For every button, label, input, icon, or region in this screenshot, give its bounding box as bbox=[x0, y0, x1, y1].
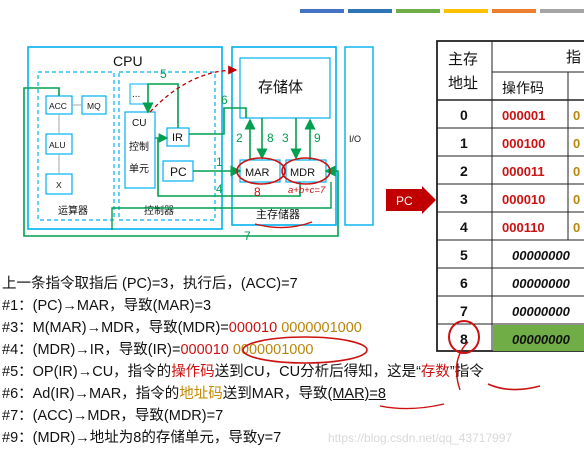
accent-bar-3 bbox=[396, 9, 440, 13]
step-1: 1 bbox=[216, 155, 223, 169]
step-3-address: 0000001000 bbox=[281, 320, 362, 336]
step-9-line: #9：(MDR)→地址为8的存储单元，导致y=7 bbox=[2, 430, 282, 446]
table-addr-5: 5 bbox=[460, 247, 468, 263]
io-box[interactable] bbox=[344, 46, 374, 226]
watermark: https://blog.csdn.net/qq_43717997 bbox=[328, 431, 513, 445]
step-3-opcode: 000010 bbox=[228, 320, 278, 336]
acc-label: ACC bbox=[49, 101, 67, 111]
table-opcode-2: 000011 bbox=[502, 164, 545, 179]
table-value-5: 00000000 bbox=[512, 248, 571, 263]
pc-arrow: PC bbox=[386, 186, 436, 214]
table-opcode-3: 000010 bbox=[502, 192, 545, 207]
mdr-circle bbox=[281, 157, 331, 185]
pc-label: PC bbox=[170, 165, 187, 179]
table-addr-1: 1 bbox=[460, 135, 468, 151]
mar-annotation: 8 bbox=[254, 185, 261, 199]
accent-bar-4 bbox=[444, 9, 488, 13]
step-5-text-a: #5：OP(IR)→CU，指令的 bbox=[2, 364, 172, 380]
step-2: 2 bbox=[236, 131, 243, 145]
step-6-text-c: 送到MAR，导致 bbox=[222, 386, 328, 402]
table-value-7: 00000000 bbox=[512, 304, 571, 319]
step-6-mar-value: (MAR)=8 bbox=[327, 386, 386, 402]
controller-box bbox=[118, 71, 216, 221]
step-5-text-c: 送到CU，CU分析后得知，这是“ bbox=[214, 364, 421, 380]
accent-bar-5 bbox=[492, 9, 536, 13]
alu-label: ALU bbox=[49, 140, 66, 150]
io-label: I/O bbox=[349, 134, 361, 144]
table-value-6: 00000000 bbox=[512, 276, 571, 291]
step-5-opcode-word: 操作码 bbox=[171, 364, 215, 380]
table-rest-4: 0 bbox=[573, 220, 580, 235]
cpu-label: CPU bbox=[113, 53, 143, 69]
cu-label: CU bbox=[132, 118, 146, 129]
alu-unit-box bbox=[37, 71, 115, 221]
step-4-text: #4：(MDR)→IR，导致(IR)= bbox=[2, 342, 181, 358]
x-label: X bbox=[56, 180, 62, 190]
mar-circle bbox=[236, 157, 286, 185]
step-8: 8 bbox=[267, 131, 274, 145]
ir-label: IR bbox=[172, 132, 183, 144]
table-addr-3: 3 bbox=[460, 191, 468, 207]
storage-body-label: 存储体 bbox=[258, 79, 303, 96]
step-6-addr-word: 地址码 bbox=[179, 386, 223, 402]
accent-bar-6 bbox=[540, 9, 584, 13]
step-4-line: #4：(MDR)→IR，导致(IR)=000010 0000001000 bbox=[2, 340, 314, 360]
alu-unit-label: 运算器 bbox=[58, 204, 88, 217]
step-4: 4 bbox=[216, 182, 223, 196]
cpu-box bbox=[27, 46, 223, 230]
step-3-text: #3：M(MAR)→MDR，导致(MDR)= bbox=[2, 320, 229, 336]
accent-bar-1 bbox=[300, 9, 344, 13]
step-4-address: 0000001000 bbox=[232, 342, 314, 358]
accent-bar-2 bbox=[348, 9, 392, 13]
step-4-opcode: 000010 bbox=[180, 342, 229, 358]
header-instr: 指 bbox=[566, 49, 581, 66]
step-5-text-e: ”指令 bbox=[449, 364, 484, 380]
table-rest-1: 0 bbox=[573, 136, 580, 151]
header-addr-2: 地址 bbox=[448, 75, 478, 92]
step-6-line: #6：Ad(IR)→MAR，指令的地址码送到MAR，导致(MAR)=8 bbox=[2, 384, 386, 404]
step-5-store-word: 存数 bbox=[420, 364, 450, 380]
table-rest-3: 0 bbox=[573, 192, 580, 207]
computer-diagram: CPU ACC MQ ALU X 运算器 CU 控制 单元 ... IR PC … bbox=[23, 46, 374, 243]
step-6: 6 bbox=[221, 93, 228, 107]
main-memory-label: 主存储器 bbox=[256, 207, 300, 221]
step-1-line: #1：(PC)→MAR，导致(MAR)=3 bbox=[2, 298, 212, 314]
mdr-annotation: a+b+c=7 bbox=[288, 185, 326, 196]
dots-label: ... bbox=[132, 89, 140, 100]
storage-body[interactable] bbox=[239, 57, 331, 119]
table-addr-7: 7 bbox=[460, 303, 468, 319]
mar-label: MAR bbox=[245, 167, 270, 179]
pc-arrow-label: PC bbox=[396, 194, 413, 208]
mq-label: MQ bbox=[87, 101, 101, 111]
table-opcode-0: 000001 bbox=[502, 108, 545, 123]
table-addr-4: 4 bbox=[460, 219, 468, 235]
step-9: 9 bbox=[314, 131, 321, 145]
step-5: 5 bbox=[160, 67, 167, 81]
intro-line: 上一条指令取指后 (PC)=3，执行后，(ACC)=7 bbox=[2, 276, 298, 292]
step-3-line: #3：M(MAR)→MDR，导致(MDR)=000010 0000001000 bbox=[2, 318, 362, 338]
table-rest-0: 0 bbox=[573, 108, 580, 123]
controller-label: 控制器 bbox=[144, 204, 174, 217]
cu-sub2: 单元 bbox=[129, 163, 149, 175]
table-addr-6: 6 bbox=[460, 275, 468, 291]
table-addr-8: 8 bbox=[460, 331, 468, 347]
table-rest-2: 0 bbox=[573, 164, 580, 179]
header-addr-1: 主存 bbox=[448, 51, 478, 68]
main-memory-box bbox=[231, 46, 337, 226]
step-3: 3 bbox=[282, 131, 289, 145]
table-value-8: 00000000 bbox=[512, 332, 571, 347]
table-addr-2: 2 bbox=[460, 163, 468, 179]
table-opcode-4: 000110 bbox=[502, 220, 545, 235]
cu-block[interactable] bbox=[124, 111, 156, 189]
cu-sub1: 控制 bbox=[129, 140, 149, 153]
header-opcode: 操作码 bbox=[502, 80, 544, 96]
mdr-label: MDR bbox=[290, 167, 315, 179]
step-6-text-a: #6：Ad(IR)→MAR，指令的 bbox=[2, 386, 180, 402]
step-7-line: #7：(ACC)→MDR，导致(MDR)=7 bbox=[2, 408, 224, 424]
step-5-line: #5：OP(IR)→CU，指令的操作码送到CU，CU分析后得知，这是“存数”指令 bbox=[2, 362, 484, 382]
step-7: 7 bbox=[244, 229, 251, 243]
table-addr-0: 0 bbox=[460, 107, 468, 123]
table-opcode-1: 000100 bbox=[502, 136, 545, 151]
